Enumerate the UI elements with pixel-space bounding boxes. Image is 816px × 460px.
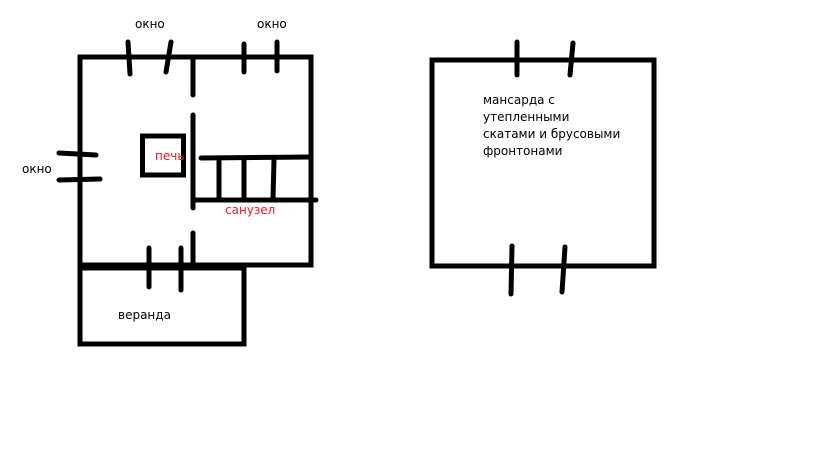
stair-line: [198, 154, 314, 161]
stove-label: печь: [155, 149, 185, 163]
window-mark: [559, 244, 568, 295]
window-label: окно: [22, 162, 52, 176]
window-mark: [56, 150, 99, 158]
attic-line: фронтонами: [483, 144, 563, 158]
veranda-outline: [77, 265, 247, 347]
stair-step: [270, 157, 277, 201]
ground-floor-outline: [77, 54, 314, 268]
stove-shape: [140, 133, 186, 178]
veranda-label: веранда: [118, 308, 171, 322]
window-label: окно: [135, 17, 165, 31]
attic-line: мансарда с: [483, 93, 555, 107]
window-label: окно: [257, 17, 287, 31]
attic-line: утепленными: [483, 110, 570, 124]
attic-description: мансарда с утепленными скатами и брусовы…: [483, 92, 620, 160]
window-mark: [125, 39, 133, 77]
window-mark: [163, 39, 174, 75]
window-mark: [567, 40, 576, 78]
attic-outline: [429, 57, 657, 269]
bathroom-label: санузел: [225, 203, 276, 217]
window-mark: [56, 176, 103, 183]
window-mark: [508, 243, 515, 297]
attic-line: скатами и брусовыми: [483, 127, 621, 141]
